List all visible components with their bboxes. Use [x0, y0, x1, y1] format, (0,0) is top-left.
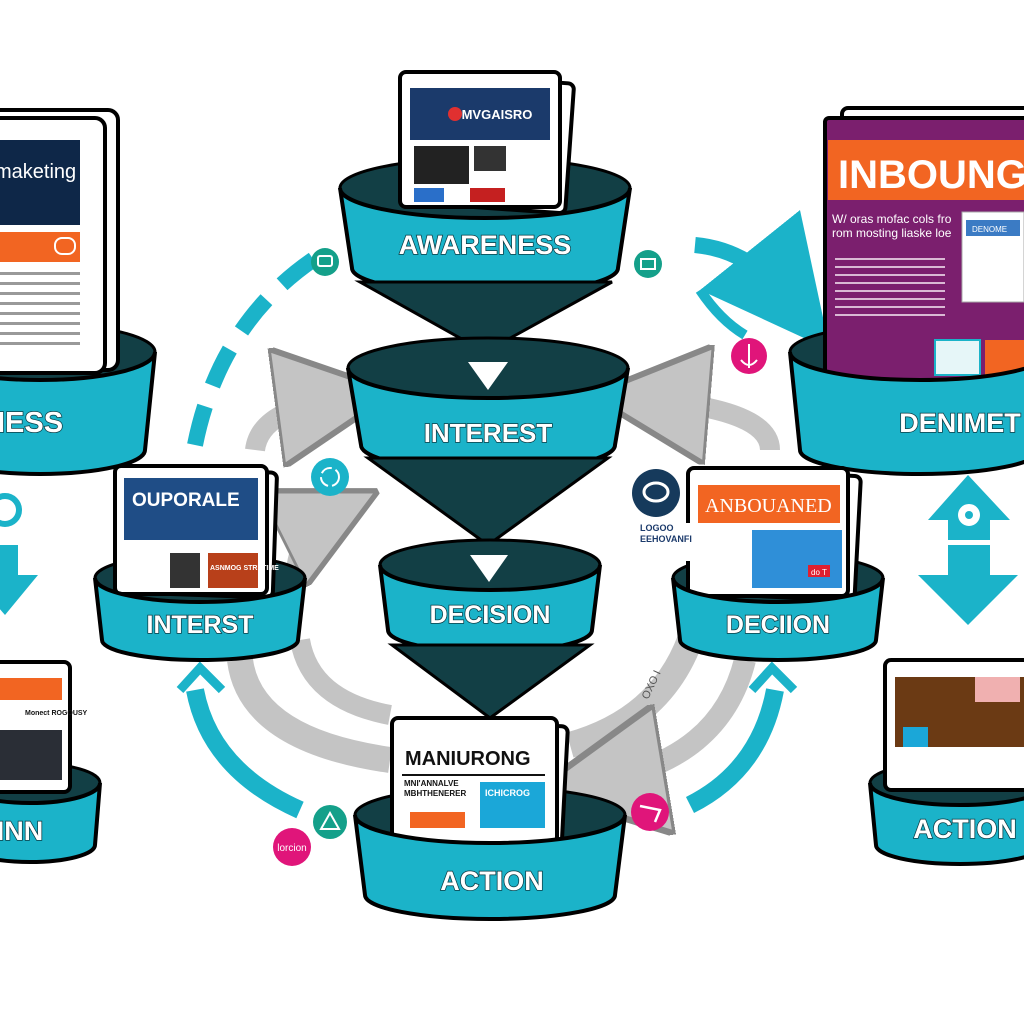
grey-arc-left-bottom — [227, 657, 392, 773]
cup-label: INTERST — [147, 611, 254, 639]
teal-down-arrow-left — [0, 545, 38, 615]
cup-label: IESS — [0, 407, 63, 439]
magazine-text: W/ oras mofac cols fro rom mosting liask… — [832, 212, 952, 240]
magazine-title: MVGAISRO — [462, 107, 533, 122]
magazine-marketing: maketing — [0, 108, 120, 375]
funnel-stage-interest[interactable]: INTEREST — [346, 336, 630, 547]
cup-label: INN — [0, 816, 43, 846]
magazine-title: MANIURONG — [405, 748, 531, 770]
cup-decision-right[interactable]: INBOUNG W/ oras mofac cols fro rom mosti… — [788, 106, 1024, 476]
grey-arc-left-bottom-2 — [290, 637, 392, 725]
magazine-title: ANBOUANED — [705, 495, 832, 517]
magazine-left-bottom: Monect ROGOUSY — [0, 660, 88, 794]
magazine-box-text: ICHICROG — [485, 788, 530, 798]
anchor-icon — [731, 338, 767, 374]
teal-chevron-left — [176, 661, 226, 694]
logo-text: LOGOO EEHOVANFI — [640, 523, 692, 544]
grey-arc-right-bottom-2 — [600, 657, 756, 780]
target-icon — [0, 493, 22, 527]
grey-arc-left-mid — [295, 515, 330, 570]
triangle-icon — [313, 805, 347, 839]
cup-action-right[interactable]: ACTION — [868, 658, 1024, 866]
arrow-right-top-2 — [695, 287, 748, 340]
stage-label-awareness: AWARENESS — [399, 230, 572, 260]
magazine-awareness: MVGAISRO — [398, 70, 576, 216]
stage-label-action: ACTION — [440, 866, 544, 896]
magazine-inbound: INBOUNG W/ oras mofac cols fro rom mosti… — [823, 106, 1024, 382]
magazine-right-bottom — [883, 658, 1024, 792]
teal-arc-left-bottom — [186, 688, 304, 819]
funnel-stage-decision[interactable]: DECISION — [378, 538, 602, 720]
magazine-box-text: Monect ROGOUSY — [25, 710, 88, 717]
magazine-ouporale: OUPORALE ASNMOG STRETIME — [113, 464, 279, 600]
cup-label: ACTION — [913, 814, 1017, 844]
teal-arc-right-bottom — [685, 688, 784, 814]
cup-action-left[interactable]: Monect ROGOUSY INN — [0, 660, 102, 864]
chat-icon — [311, 248, 339, 276]
cycle-arrows: OXO I — [0, 210, 1018, 819]
magazine-title: OUPORALE — [132, 490, 240, 511]
cup-label: DENIMET — [899, 408, 1021, 438]
magazine-box-text: ASNMOG STRETIME — [210, 565, 279, 572]
funnel-stage-awareness[interactable]: MVGAISRO AWARENESS — [338, 70, 632, 385]
funnel-stage-action[interactable]: MANIURONG MNI'ANNALVE MBHTHENERER ICHICR… — [353, 716, 627, 921]
magazine-title: INBOUNG — [838, 153, 1024, 197]
lorcion-text: lorcion — [277, 843, 306, 854]
mail-icon — [634, 250, 662, 278]
dashed-arrow-left-top — [187, 248, 325, 447]
brain-icon — [632, 469, 680, 517]
magazine-anbouaned: ANBOUANED do T — [686, 466, 863, 603]
cup-interest-left[interactable]: OUPORALE ASNMOG STRETIME INTERST — [93, 464, 307, 662]
grey-arc-right-bottom — [566, 635, 703, 758]
teal-updown-arrow-right — [918, 475, 1018, 625]
badges: LOGOO EEHOVANFI lorcion — [273, 248, 767, 866]
magazine-title: maketing — [0, 161, 76, 183]
arrow-right-top — [694, 210, 830, 350]
arrow-down-icon — [468, 362, 508, 390]
logo-badge: LOGOO EEHOVANFI — [640, 523, 700, 561]
refresh-icon — [311, 458, 349, 496]
magazine-action: MANIURONG MNI'ANNALVE MBHTHENERER ICHICR… — [390, 716, 570, 849]
magazine-subtitle: MNI'ANNALVE MBHTHENERER — [404, 779, 467, 798]
grey-arc-right-top — [650, 400, 780, 450]
arrow-down-icon — [470, 555, 508, 582]
grey-arc-left-top — [245, 400, 335, 450]
stage-label-interest: INTEREST — [424, 418, 553, 448]
pen-icon — [631, 793, 669, 831]
cup-decision-right-mid[interactable]: ANBOUANED do T DECIION — [671, 466, 885, 662]
lorcion-badge: lorcion — [273, 828, 311, 866]
central-funnel: MVGAISRO AWARENESS INTEREST DECISION — [338, 70, 632, 921]
cup-label: DECIION — [726, 611, 830, 639]
stage-label-decision: DECISION — [430, 601, 551, 629]
cup-awareness-left[interactable]: maketing IESS — [0, 108, 157, 476]
magazine-box-text: DENOME — [972, 225, 1007, 234]
teal-chevron-right — [748, 661, 798, 694]
magazine-box-text: do T — [811, 568, 827, 577]
